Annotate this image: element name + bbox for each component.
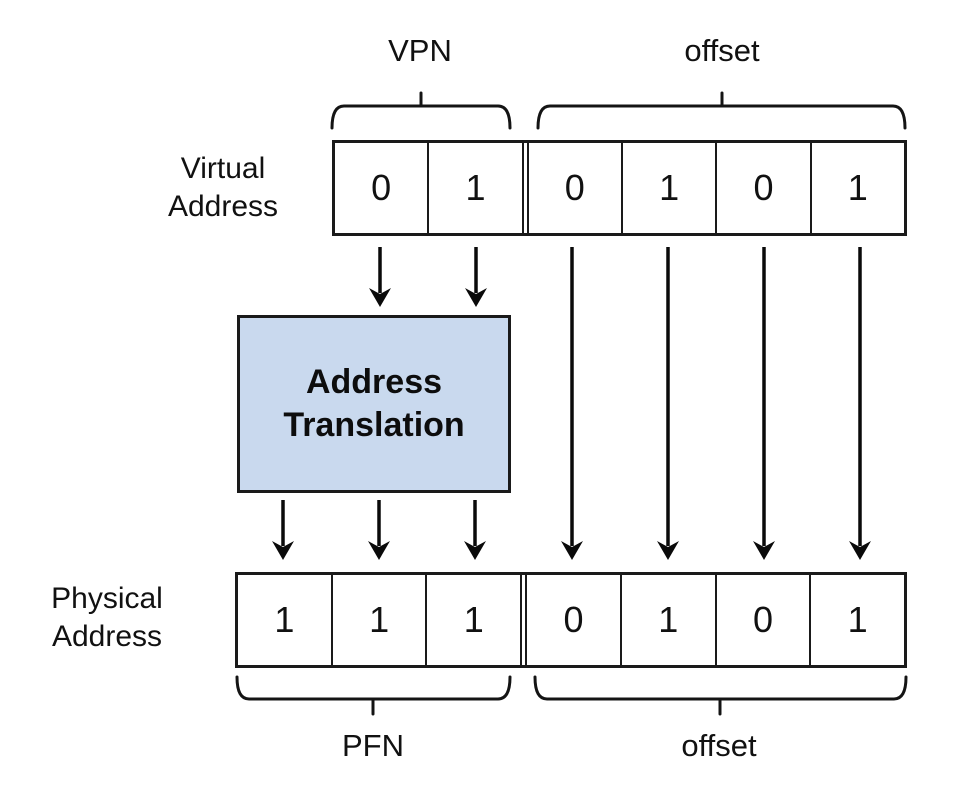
translation-box-line1: Address [305, 363, 443, 401]
virtual-bit-cell-3: 1 [623, 143, 718, 233]
address-translation-box: Address Translation [237, 315, 511, 493]
offset-arrow-3 [753, 247, 775, 560]
virtual-address-label: Virtual Address [123, 150, 323, 226]
physical-bit-cell-0: 1 [238, 575, 333, 665]
virtual-address-row: 0 1 0 1 0 1 [332, 140, 907, 236]
vpn-arrow-1 [369, 247, 391, 307]
vpn-arrow-2 [465, 247, 487, 307]
physical-address-label-line1: Physical [51, 582, 163, 615]
pfn-arrow-2 [368, 500, 390, 560]
virtual-bit-cell-4: 0 [717, 143, 812, 233]
offset-bottom-brace [533, 675, 908, 716]
offset-arrow-2 [657, 247, 679, 560]
physical-address-label-line2: Address [51, 620, 163, 653]
pfn-brace [235, 675, 512, 716]
physical-bit-cell-2: 1 [427, 575, 523, 665]
virtual-address-label-line1: Virtual [180, 152, 266, 185]
virtual-bit-cell-0: 0 [335, 143, 430, 233]
vpn-label: VPN [388, 33, 452, 68]
offset-top-label: offset [684, 33, 760, 68]
translation-box-line2: Translation [283, 406, 465, 444]
offset-top-brace [536, 91, 907, 130]
offset-bottom-label: offset [681, 728, 757, 763]
pfn-arrow-3 [464, 500, 486, 560]
virtual-bit-cell-5: 1 [847, 167, 868, 208]
virtual-address-label-line2: Address [167, 190, 279, 223]
pfn-label: PFN [342, 728, 404, 763]
offset-arrow-4 [849, 247, 871, 560]
physical-address-row: 1 1 1 0 1 0 1 [235, 572, 907, 668]
physical-bit-cell-3: 0 [525, 575, 622, 665]
physical-bit-cell-6: 1 [847, 599, 868, 640]
physical-address-label: Physical Address [7, 580, 207, 656]
physical-bit-cell-1: 1 [333, 575, 428, 665]
virtual-bit-cell-1: 1 [429, 143, 524, 233]
vpn-brace [330, 91, 512, 130]
pfn-arrow-1 [272, 500, 294, 560]
physical-bit-cell-4: 1 [622, 575, 717, 665]
offset-arrow-1 [561, 247, 583, 560]
virtual-bit-cell-2: 0 [526, 143, 623, 233]
physical-bit-cell-5: 0 [717, 575, 812, 665]
